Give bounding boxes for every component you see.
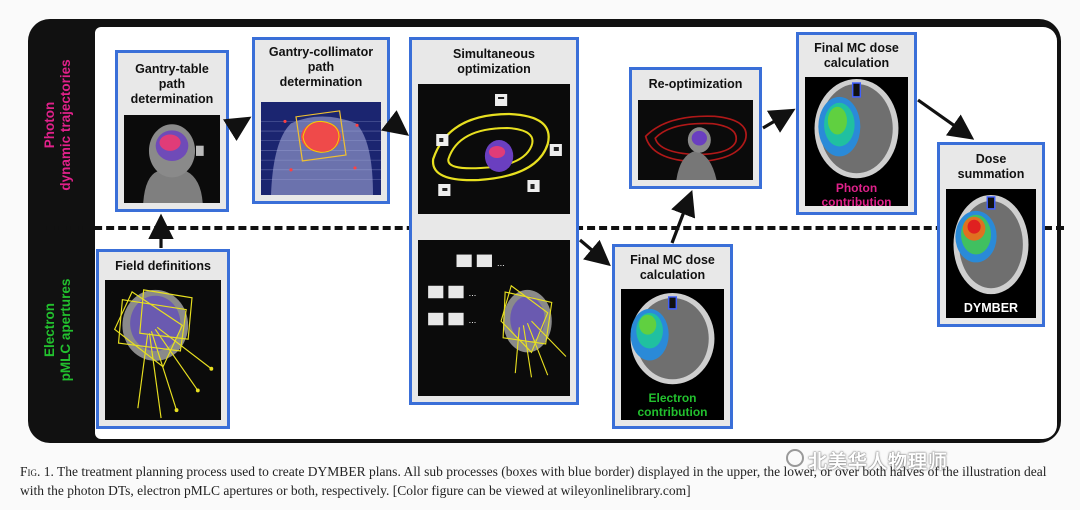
dose-summation-image [946,189,1036,318]
watermark-icon [786,449,804,467]
dose-summation-title: Dose summation [957,152,1025,181]
final-mc-photon-image [805,77,908,206]
caption-text: The treatment planning process used to c… [20,464,1047,498]
final-mc-photon-title: Final MC dose calculation [814,41,899,70]
photon-label-text: Photon dynamic trajectories [42,59,73,191]
simultaneous-electron-image: ... ... ... [418,240,570,396]
final-mc-electron-image [621,289,724,420]
reoptimization-image [638,100,753,180]
svg-text:...: ... [469,288,477,298]
gantry-table-title: Gantry-table path determination [130,62,214,106]
photon-contribution-label: Photon contribution [821,181,892,209]
caption-fig-label: Fig. 1. [20,464,54,479]
final-mc-electron-box: Final MC dose calculation Electron contr… [612,244,733,429]
simultaneous-optimization-title: Simultaneous optimization [453,47,535,76]
reoptimization-box: Re-optimization [629,67,762,189]
simultaneous-photon-image [418,84,570,214]
final-mc-photon-box: Final MC dose calculation Photon contrib… [796,32,917,215]
dymber-label: DYMBER [963,301,1019,315]
electron-contribution-label: Electron contribution [637,391,708,419]
svg-text:...: ... [469,315,477,325]
final-mc-electron-title: Final MC dose calculation [630,253,715,282]
field-definitions-title: Field definitions [115,259,211,273]
dose-summation-box: Dose summation DYMBER [937,142,1045,327]
field-definitions-box: Field definitions [96,249,230,429]
electron-label-text: Electron pMLC apertures [42,278,73,382]
field-definitions-image [105,280,221,420]
gantry-collimator-title: Gantry-collimator path determination [268,45,374,89]
gantry-collimator-image [261,102,381,195]
photon-side-label: Photon dynamic trajectories [42,59,74,190]
gantry-table-image [124,115,220,203]
simultaneous-optimization-box: Simultaneous optimization ... ... ... [409,37,579,405]
gantry-table-box: Gantry-table path determination [115,50,229,212]
reoptimization-title: Re-optimization [648,77,743,91]
electron-side-label: Electron pMLC apertures [42,279,74,382]
gantry-collimator-box: Gantry-collimator path determination [252,37,390,204]
figure-caption: Fig. 1. The treatment planning process u… [20,462,1065,500]
watermark-text: 北美华人物理师 [808,452,949,473]
svg-text:...: ... [497,258,505,268]
